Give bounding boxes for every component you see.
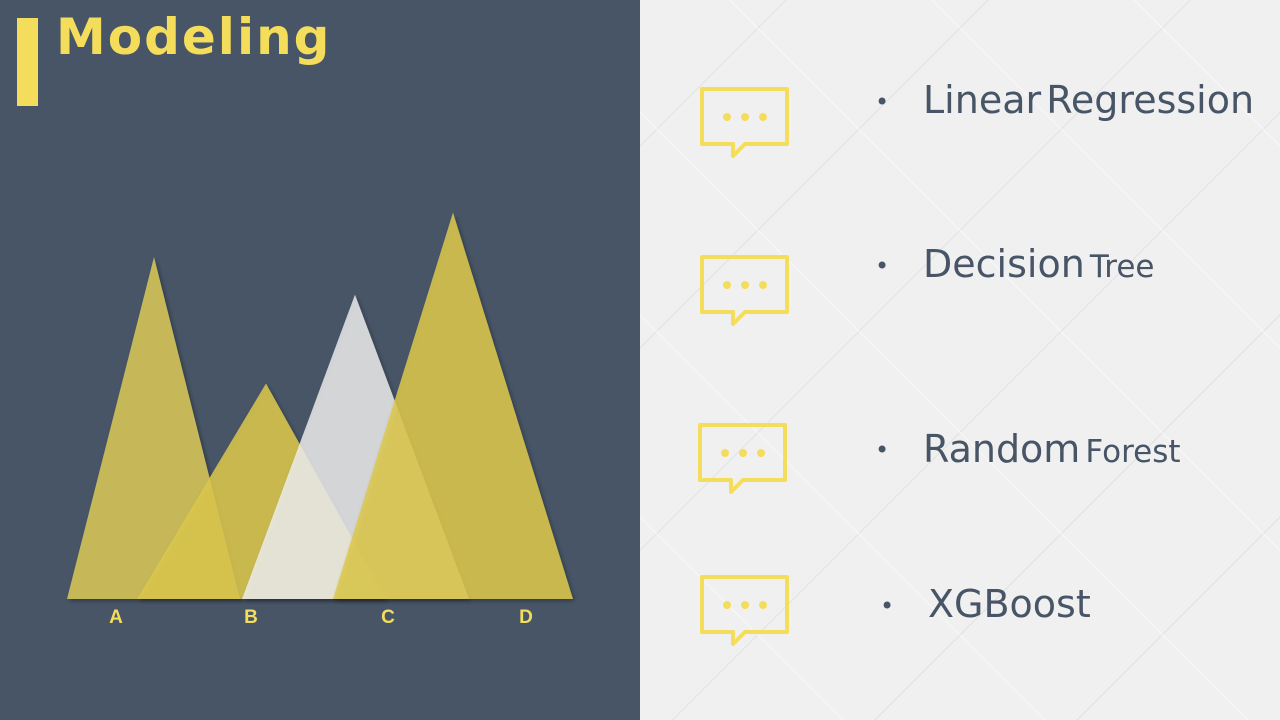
category-label-b: B	[244, 607, 258, 628]
list-item-text: Linear Regression	[923, 81, 1254, 119]
speech-bubble-icon	[697, 422, 789, 502]
list-item-text: Random Forest	[923, 430, 1181, 468]
list-item-word: Linear	[923, 78, 1042, 122]
title-accent-bar	[17, 18, 38, 106]
list-item-word: Forest	[1085, 434, 1181, 470]
speech-bubble-icon	[699, 254, 791, 334]
list-item-word: Decision	[923, 242, 1085, 286]
category-label-c: C	[381, 607, 395, 628]
left-panel	[0, 0, 640, 720]
list-item-text: XGBoost	[928, 585, 1091, 623]
list-item-word: XGBoost	[928, 582, 1091, 626]
list-item-word: Random	[923, 427, 1081, 471]
list-bullet: •	[875, 436, 890, 464]
slide-title: Modeling	[56, 8, 332, 66]
category-label-a: A	[109, 607, 123, 628]
list-item-word: Tree	[1089, 249, 1155, 285]
list-item-word: Regression	[1046, 78, 1255, 122]
peak-d	[333, 212, 573, 599]
list-bullet: •	[875, 88, 890, 116]
mountain-chart: A B C D	[67, 212, 573, 628]
list-item-text: Decision Tree	[923, 245, 1154, 283]
list-bullet: •	[880, 592, 895, 620]
list-bullet: •	[875, 252, 890, 280]
speech-bubble-icon	[699, 574, 791, 654]
category-label-d: D	[519, 607, 533, 628]
speech-bubble-icon	[699, 86, 791, 166]
